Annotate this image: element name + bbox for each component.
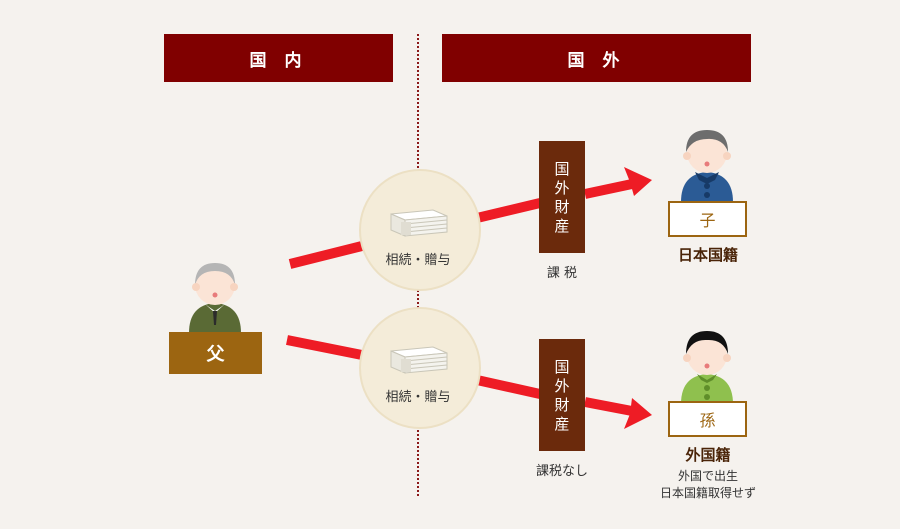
arrow-bottom-head	[624, 398, 652, 429]
grandchild-avatar	[681, 331, 733, 404]
asset-bar-bottom: 国 外 財 産	[539, 339, 585, 451]
transfer-label-bottom: 相続・贈与	[385, 390, 451, 405]
arrow-bottom-segment-3	[584, 397, 633, 416]
transfer-label-top: 相続・贈与	[385, 253, 451, 268]
child-nationality: 日本国籍	[677, 246, 738, 264]
money-stack-icon	[390, 209, 448, 237]
father-label-text: 父	[206, 344, 225, 365]
child-label-text: 子	[699, 211, 716, 230]
tax-status-top: 課 税	[546, 266, 578, 281]
tax-status-bottom: 課税なし	[535, 464, 588, 479]
grandchild-note-1: 外国で出生	[677, 469, 738, 483]
grandchild-nationality: 外国籍	[685, 446, 731, 464]
header-domestic: 国 内	[164, 34, 393, 82]
arrow-top-segment-3	[583, 179, 634, 199]
arrow-top-segment-1	[288, 241, 364, 269]
header-domestic-label: 国 内	[249, 50, 308, 71]
grandchild-label: 孫	[668, 401, 747, 437]
grandchild-label-text: 孫	[699, 411, 716, 430]
transfer-circle-top	[359, 169, 481, 291]
arrow-bottom-segment-2	[475, 375, 542, 399]
grandchild-note-2: 日本国籍取得せず	[659, 486, 756, 500]
asset-char: 産	[554, 217, 570, 235]
asset-char: 国	[554, 358, 570, 376]
father-avatar	[189, 263, 241, 333]
asset-char: 外	[554, 179, 570, 197]
arrow-top-segment-2	[475, 198, 542, 223]
asset-char: 産	[554, 415, 570, 433]
asset-char: 財	[554, 396, 570, 414]
asset-char: 財	[554, 198, 570, 216]
asset-char: 外	[554, 377, 570, 395]
header-foreign: 国 外	[442, 34, 751, 82]
arrow-top-head	[624, 167, 652, 196]
asset-char: 国	[554, 160, 570, 178]
money-stack-icon	[390, 346, 448, 374]
father-label: 父	[169, 332, 262, 374]
child-label: 子	[668, 201, 747, 237]
header-foreign-label: 国 外	[567, 50, 626, 71]
child-avatar	[681, 130, 733, 202]
asset-bar-top: 国 外 財 産	[539, 141, 585, 253]
arrow-bottom-segment-1	[286, 335, 363, 360]
